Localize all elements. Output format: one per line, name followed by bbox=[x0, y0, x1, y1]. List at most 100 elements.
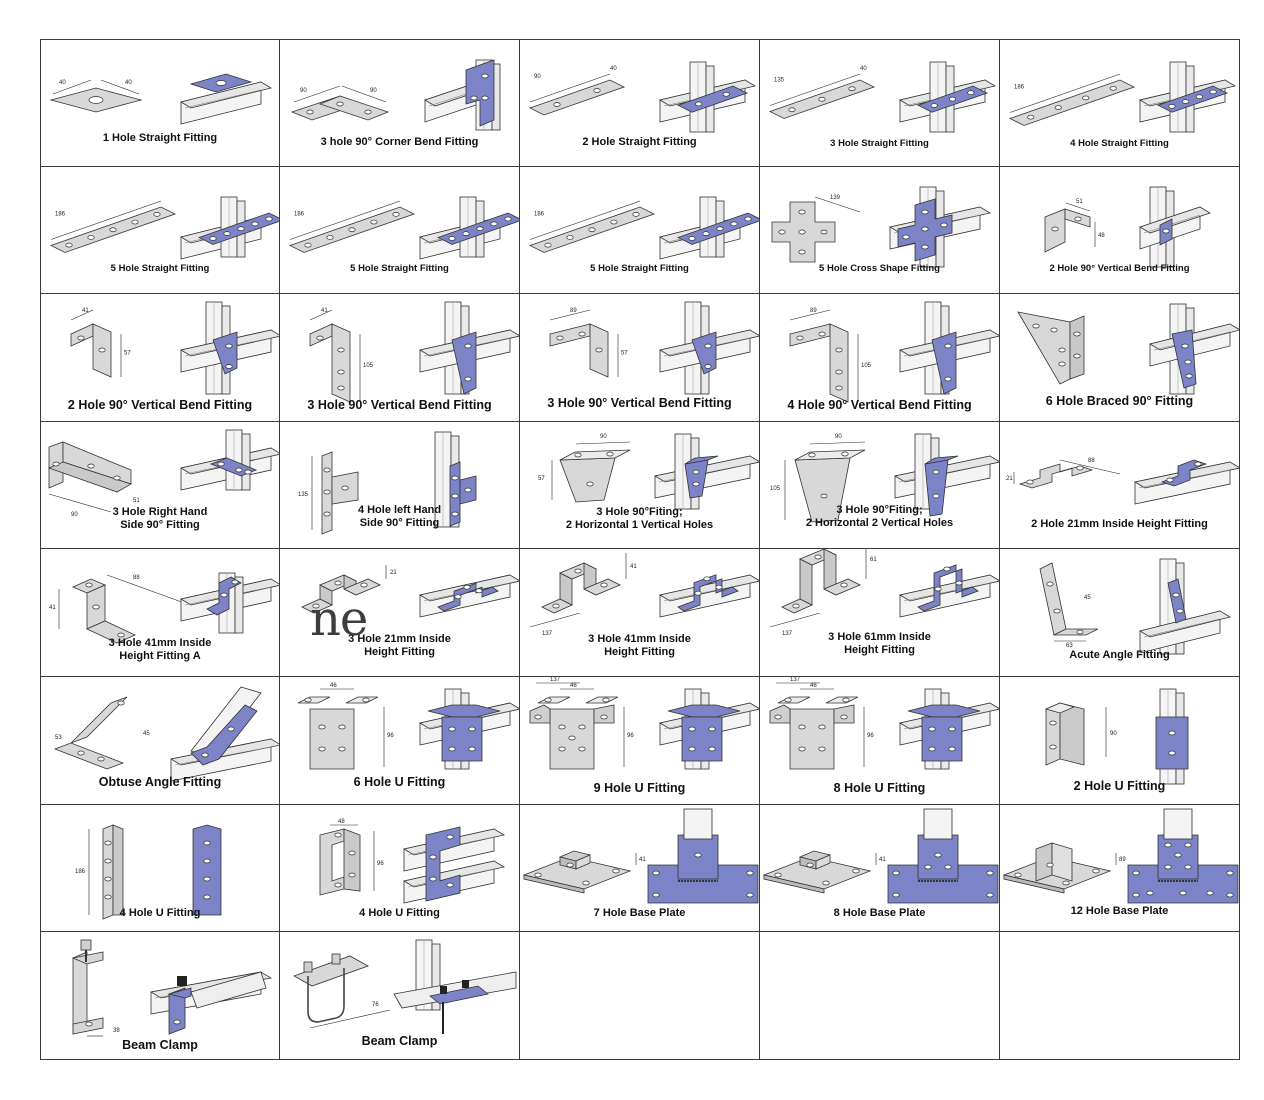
hole bbox=[104, 894, 112, 899]
dimension-label: 41 bbox=[639, 857, 646, 863]
hole bbox=[304, 697, 312, 703]
hole bbox=[52, 461, 60, 467]
plate bbox=[528, 79, 626, 116]
dimension-line bbox=[549, 309, 591, 321]
hole bbox=[464, 343, 472, 349]
hole bbox=[921, 209, 929, 214]
hole bbox=[792, 604, 800, 609]
hole bbox=[341, 485, 349, 491]
hole bbox=[215, 80, 227, 86]
hole bbox=[448, 746, 456, 752]
hole bbox=[451, 511, 459, 517]
hole bbox=[818, 724, 826, 730]
hole bbox=[77, 750, 85, 756]
bolt-head bbox=[462, 980, 469, 989]
bolt-head bbox=[303, 961, 313, 973]
hole bbox=[556, 335, 564, 341]
plate bbox=[825, 696, 859, 704]
hole bbox=[360, 583, 368, 588]
fitting-label: 3 Hole 90° Vertical Bend Fitting bbox=[307, 398, 492, 413]
dimension-line bbox=[789, 309, 831, 321]
fitting-label: 3 Hole Right Hand Side 90° Fitting bbox=[112, 505, 208, 531]
channel-strut bbox=[898, 574, 999, 618]
hole bbox=[1184, 864, 1192, 869]
hole bbox=[944, 864, 952, 869]
fitting-label: 5 Hole Cross Shape Fitting bbox=[819, 262, 940, 274]
hole bbox=[835, 347, 843, 353]
hole bbox=[201, 752, 209, 758]
hole bbox=[235, 467, 243, 473]
hole bbox=[1181, 343, 1189, 349]
channel-strut bbox=[1138, 610, 1232, 654]
hole bbox=[688, 746, 696, 752]
hole bbox=[504, 216, 512, 221]
fitting-plate bbox=[1171, 329, 1197, 389]
fitting-plate bbox=[425, 826, 461, 902]
hole bbox=[323, 467, 331, 473]
hole bbox=[1164, 842, 1172, 847]
fitting-label: 8 Hole U Fitting bbox=[833, 780, 926, 795]
channel-strut bbox=[1148, 323, 1239, 367]
plate bbox=[559, 449, 631, 461]
hole bbox=[835, 369, 843, 375]
hole bbox=[1164, 864, 1172, 869]
hole bbox=[708, 746, 716, 752]
hole bbox=[370, 219, 378, 224]
plate bbox=[47, 461, 132, 493]
dimension-label: 53 bbox=[55, 735, 62, 741]
dimension-label: 38 bbox=[113, 1028, 120, 1034]
dimension-line bbox=[52, 79, 92, 95]
dimension-label: 90 bbox=[835, 434, 842, 440]
hole bbox=[798, 209, 806, 214]
dimension-label: 46 bbox=[330, 683, 337, 689]
fitting-plate bbox=[921, 716, 963, 762]
fitting-cell: 6 Hole Braced 90° Fitting bbox=[1000, 294, 1240, 422]
hole bbox=[652, 870, 660, 875]
hole bbox=[1176, 609, 1184, 614]
hole bbox=[841, 451, 849, 457]
hole bbox=[568, 735, 576, 741]
hole bbox=[600, 714, 608, 720]
hole bbox=[318, 746, 326, 752]
hole bbox=[203, 876, 211, 881]
hole bbox=[746, 892, 754, 897]
plate bbox=[102, 823, 114, 920]
empty-cell bbox=[520, 932, 760, 1060]
hole bbox=[808, 452, 816, 458]
fitting-illustration: 90 bbox=[1044, 688, 1189, 785]
hole bbox=[113, 475, 121, 481]
dimension-label: 40 bbox=[860, 66, 867, 72]
dimension-label: 135 bbox=[298, 492, 309, 498]
plate bbox=[70, 323, 94, 347]
hole bbox=[1058, 361, 1066, 367]
bolt-head bbox=[331, 953, 341, 965]
hole bbox=[921, 244, 929, 249]
hole bbox=[1209, 89, 1217, 95]
dimension-label: 48 bbox=[1098, 233, 1105, 239]
fitting-clamp bbox=[167, 987, 192, 999]
dimension-label: 88 bbox=[133, 575, 140, 581]
fitting-label: 2 Hole Straight Fitting bbox=[582, 136, 697, 148]
hole bbox=[429, 854, 437, 859]
fitting-plate bbox=[212, 331, 238, 375]
hole bbox=[798, 724, 806, 730]
hole bbox=[304, 242, 312, 248]
plate bbox=[1039, 562, 1067, 636]
dimension-label: 89 bbox=[1119, 857, 1126, 863]
fitting-label: Beam Clamp bbox=[361, 1034, 438, 1049]
dimension-label: 41 bbox=[49, 605, 56, 611]
